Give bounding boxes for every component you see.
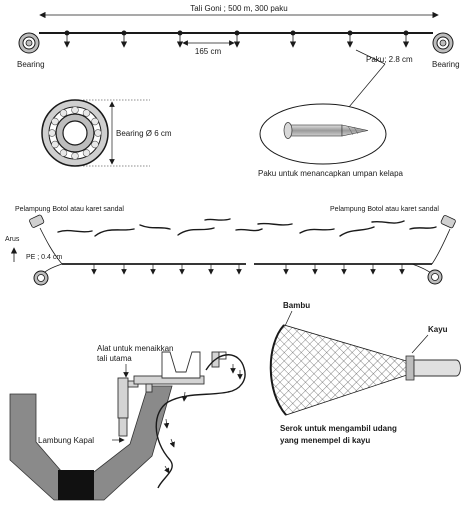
nail-marker	[120, 30, 128, 48]
nail-marker	[176, 30, 184, 48]
current-label: Arus	[5, 236, 20, 243]
right-bearing-icon	[432, 32, 454, 54]
middle-section: Pelampung Botol atau karet sandal Pelamp…	[5, 206, 456, 286]
nail-callout-line	[355, 49, 386, 65]
wood-collar	[405, 355, 415, 381]
pe-label: PE ; 0.4 cm	[26, 254, 62, 261]
hull-label: Lambung Kapal	[38, 436, 94, 445]
left-bearing-icon	[18, 32, 40, 54]
nail-detail: Paku untuk menancapkan umpan kelapa	[258, 103, 404, 178]
wood-label: Kayu	[428, 325, 448, 334]
main-line-label: Tali Goni ; 500 m, 300 paku	[190, 4, 287, 13]
scoop-section: Bambu Kayu Serok untuk mengambil udang y…	[269, 301, 461, 445]
nail-marker	[402, 30, 410, 48]
nail-marker	[63, 30, 71, 48]
bearing-size-label: Bearing Ø 6 cm	[116, 129, 172, 138]
nail-label: Paku; 2.8 cm	[366, 55, 413, 64]
anchor-bearing-right-icon	[427, 269, 443, 285]
tool-label-line1: Alat untuk menaikkan	[97, 344, 174, 353]
scoop-caption-line2: yang menempel di kayu	[280, 436, 370, 445]
top-section: Tali Goni ; 500 m, 300 paku Bearing Bear…	[17, 4, 460, 114]
nail-callout-line	[343, 63, 386, 114]
scoop-caption-line1: Serok untuk mengambil udang	[280, 424, 397, 433]
float-left-label: Pelampung Botol atau karet sandal	[15, 206, 124, 213]
nail-icon	[283, 122, 369, 139]
bearing-left-label: Bearing	[17, 60, 45, 69]
nail-row	[63, 30, 410, 48]
hauling-rope	[155, 354, 246, 489]
nail-marker	[289, 30, 297, 48]
spacing-label: 165 cm	[195, 47, 222, 56]
wood-handle	[413, 359, 461, 377]
keel-block	[58, 470, 94, 500]
float-bottle-left-icon	[29, 214, 45, 228]
ship-section: Alat untuk menaikkan tali utama Lambung …	[9, 344, 246, 501]
bamboo-callout-line	[284, 310, 293, 327]
nail-caption: Paku untuk menancapkan umpan kelapa	[258, 169, 404, 178]
nail-marker	[233, 30, 241, 48]
float-bottle-right-icon	[440, 215, 456, 229]
water-surface	[57, 218, 437, 237]
bearing-detail: Bearing Ø 6 cm	[41, 99, 172, 167]
float-right-label: Pelampung Botol atau karet sandal	[330, 206, 439, 213]
nail-marker	[346, 30, 354, 48]
bearing-right-label: Bearing	[432, 60, 460, 69]
scoop-net	[270, 324, 411, 416]
wood-callout-line	[411, 334, 429, 354]
bamboo-label: Bambu	[283, 301, 310, 310]
tool-label-line2: tali utama	[97, 354, 132, 363]
anchor-bearing-left-icon	[33, 270, 49, 286]
bamboo-rim	[269, 324, 287, 416]
